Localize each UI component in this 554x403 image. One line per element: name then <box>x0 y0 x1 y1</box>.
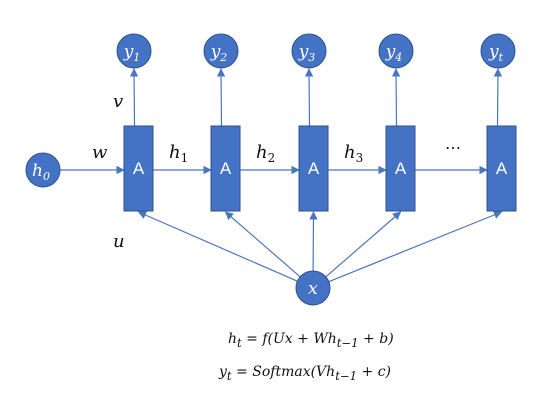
svg-text:h0: h0 <box>32 161 50 183</box>
hidden-state-label-h1: h1 <box>169 142 188 165</box>
output-sub: t <box>499 51 504 64</box>
output-formula: yt = Softmax(Vht−1 + c) <box>219 364 391 383</box>
weight-v-label: v <box>113 91 123 112</box>
output-sub: 2 <box>219 51 227 64</box>
output-sub: 4 <box>394 51 402 64</box>
edge-cell-to-output-y4 <box>391 68 401 127</box>
edge-input-to-cell-5 <box>328 210 503 283</box>
svg-text:y3: y3 <box>298 42 316 64</box>
rnn-cell-2: A <box>210 125 241 212</box>
edge-cell-to-output-y2 <box>216 68 226 127</box>
initial-state-node: h0 <box>25 152 61 188</box>
initial-state-base: h <box>32 161 43 181</box>
cell-label: A <box>395 159 407 178</box>
svg-text:yt: yt <box>488 42 504 64</box>
cell-label: A <box>133 159 145 178</box>
output-base: y <box>298 42 309 62</box>
edge-cell-to-output-yt <box>493 68 503 127</box>
output-nodes: y1 y2 y3 y4 <box>116 33 516 69</box>
weight-w-label: w <box>92 142 108 163</box>
input-label: x <box>308 278 318 299</box>
output-base: y <box>123 42 134 62</box>
hidden-state-label-h2: h2 <box>256 142 275 165</box>
output-node-y1: y1 <box>116 33 152 69</box>
edges <box>60 68 503 283</box>
output-node-yt: yt <box>480 33 516 69</box>
hidden-state-formula: ht = f(Ux + Wht−1 + b) <box>228 331 394 350</box>
edge-input-to-cell-2 <box>224 211 301 278</box>
ellipsis-label: … <box>445 134 461 153</box>
cell-label: A <box>496 159 508 178</box>
output-sub: 3 <box>308 51 315 64</box>
rnn-cell-t: A <box>486 125 517 212</box>
hidden-state-label-h3: h3 <box>344 142 363 165</box>
cell-label: A <box>308 159 320 178</box>
svg-text:y1: y1 <box>123 42 141 64</box>
edge-cell-to-output-y1 <box>129 68 139 127</box>
output-node-y4: y4 <box>378 33 414 69</box>
weight-u-label: u <box>113 231 125 252</box>
initial-state-sub: 0 <box>43 170 50 183</box>
edge-input-to-cell-1 <box>137 211 298 282</box>
svg-text:y4: y4 <box>385 42 403 64</box>
edge-input-to-cell-4 <box>325 211 402 278</box>
output-base: y <box>488 42 499 62</box>
rnn-cell-3: A <box>298 125 329 212</box>
rnn-cell-1: A <box>123 125 154 212</box>
output-base: y <box>385 42 396 62</box>
rnn-cell-4: A <box>385 125 416 212</box>
output-base: y <box>210 42 221 62</box>
output-node-y3: y3 <box>291 33 327 69</box>
input-node: x <box>295 270 331 306</box>
svg-text:y2: y2 <box>210 42 228 64</box>
output-node-y2: y2 <box>203 33 239 69</box>
cell-label: A <box>220 159 232 178</box>
output-sub: 1 <box>133 51 140 64</box>
rnn-cells: A A A A A <box>123 125 517 212</box>
edge-cell-to-output-y3 <box>304 68 314 127</box>
